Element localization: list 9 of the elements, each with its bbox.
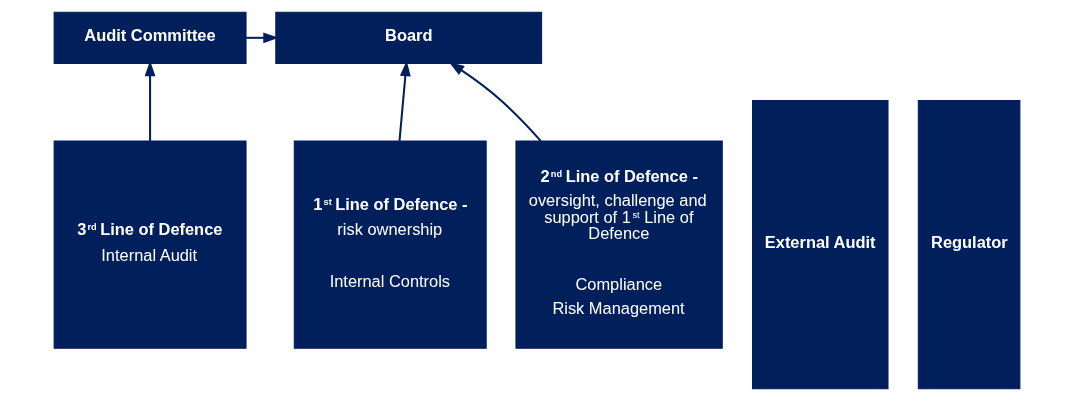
node-box: External Audit [752, 99, 889, 390]
node-box: Board [275, 11, 543, 64]
arrow [448, 62, 542, 142]
arrow [246, 32, 279, 44]
node-box: Audit Committee [53, 11, 247, 64]
node-box: 3$^{rd}$ Line of Defence Internal Audit [53, 140, 247, 349]
node-box: 1$^{st}$ Line of Defence - risk ownership Internal Controls [293, 140, 487, 349]
node-box: 2$^{nd}$ Line of Defence - oversight, challenge and support of 1$^{st}$ Line of Defence Compliance Risk Management [515, 140, 723, 349]
node-box: Regulator [917, 99, 1021, 390]
